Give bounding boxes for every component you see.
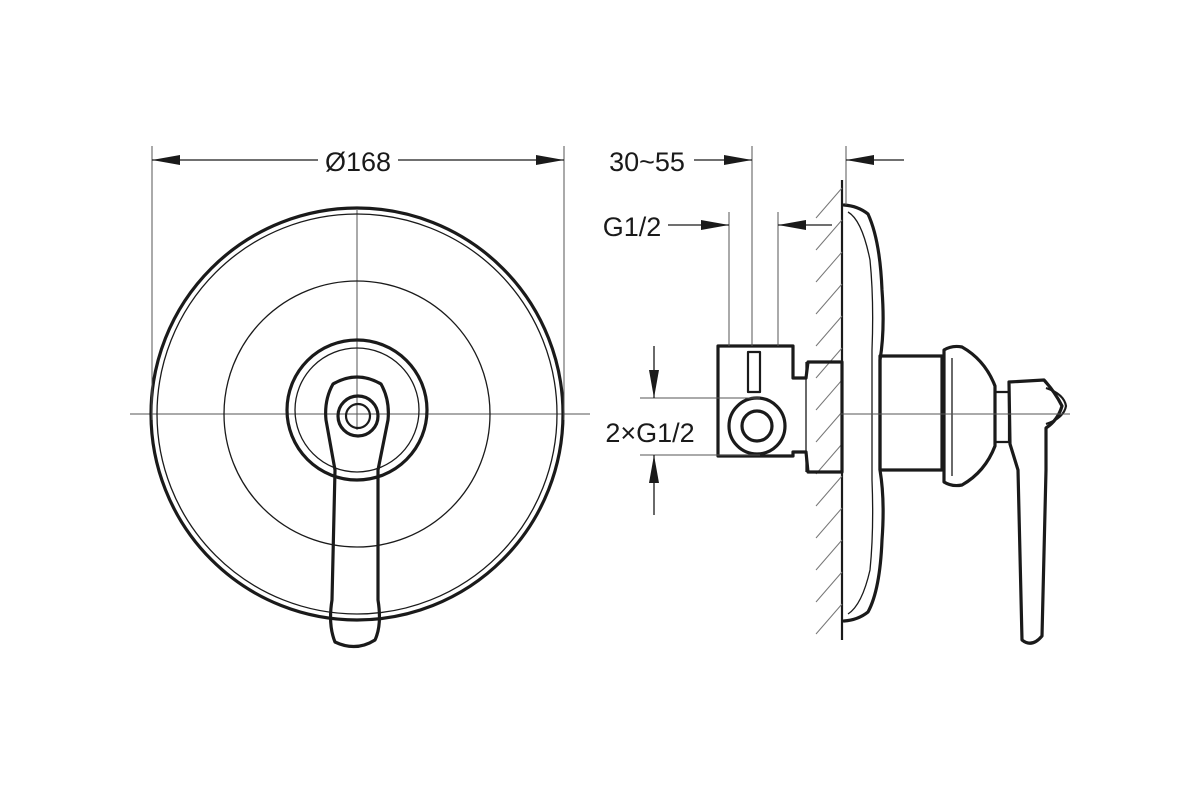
depth-arrow-right bbox=[846, 155, 874, 165]
cover-plate-profile bbox=[842, 203, 885, 623]
side-connections-label: 2×G1/2 bbox=[605, 418, 694, 448]
spindle-ring-outer bbox=[336, 394, 380, 438]
side-port-outer bbox=[727, 396, 787, 456]
diameter-label: Ø168 bbox=[325, 147, 391, 177]
wall-hatching bbox=[815, 180, 844, 640]
side-port-inner bbox=[740, 409, 774, 443]
handle-hub-inner bbox=[294, 347, 420, 473]
cover-plate-inner-edge bbox=[156, 213, 558, 615]
cover-plate-outer-edge bbox=[149, 206, 565, 622]
diameter-arrow-right bbox=[536, 155, 564, 165]
handle-hub-outer bbox=[285, 338, 429, 482]
depth-range-label: 30~55 bbox=[609, 147, 685, 177]
top-connection-arrow-right bbox=[778, 220, 806, 230]
lever-handle-front bbox=[324, 375, 390, 649]
spindle-housing bbox=[878, 354, 944, 472]
diameter-arrow-left bbox=[152, 155, 180, 165]
depth-arrow-left bbox=[724, 155, 752, 165]
cover-plate-profile-inner bbox=[847, 211, 874, 615]
handle-neck bbox=[993, 390, 1011, 444]
cover-plate-recess-ring bbox=[223, 280, 491, 548]
top-connection-arrow-left bbox=[701, 220, 729, 230]
spindle-ring-inner bbox=[344, 402, 372, 430]
side-view: 30~55 G1/2 2×G1/2 bbox=[603, 146, 1070, 645]
top-connection-label: G1/2 bbox=[603, 212, 662, 242]
valve-body bbox=[716, 344, 844, 474]
front-view: Ø168 bbox=[130, 146, 590, 649]
handle-collar bbox=[942, 344, 997, 488]
lever-end-knob bbox=[1045, 386, 1068, 426]
side-connection-arrow-top bbox=[649, 370, 659, 398]
top-inlet-stem bbox=[746, 350, 762, 394]
side-connection-arrow-bottom bbox=[649, 455, 659, 483]
